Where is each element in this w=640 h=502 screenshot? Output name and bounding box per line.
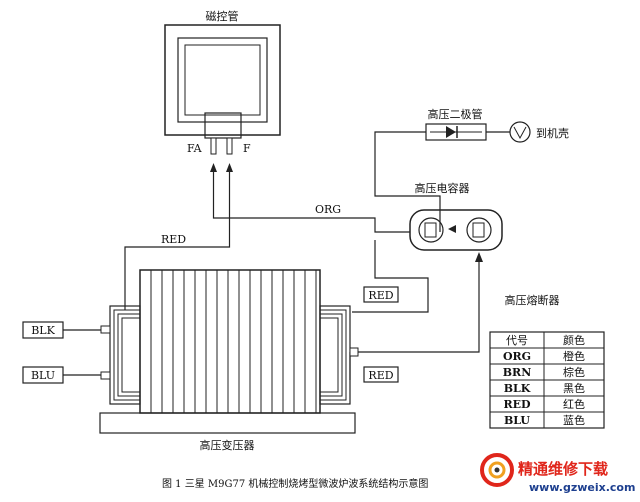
arrow-f <box>226 163 233 172</box>
filament-wires: ORG RED <box>124 163 410 310</box>
wire-blu-label: BLU <box>31 369 55 382</box>
capacitor-terminal-right <box>466 217 492 243</box>
legend-row-color: 黑色 <box>563 381 585 395</box>
capacitor-body <box>409 209 503 251</box>
capacitor-arrow-icon <box>448 225 456 233</box>
diode-label: 高压二极管 <box>428 107 483 121</box>
arrow-fa <box>210 163 217 172</box>
capacitor-terminal-left <box>418 217 444 243</box>
watermark-url: www.gzweix.com <box>529 481 635 494</box>
watermark: 精通维修下载 www.gzweix.com <box>480 453 635 494</box>
transformer-primary-winding <box>100 305 141 405</box>
capacitor-label: 高压电容器 <box>415 181 470 195</box>
legend-header-code: 代号 <box>506 334 528 347</box>
red-box-1 <box>363 286 399 303</box>
wire-red-box1 <box>352 240 429 313</box>
legend-header-color: 颜色 <box>563 333 585 347</box>
figure-caption: 图 1 三星 M9G77 机械控制烧烤型微波炉波系统结构示意图 <box>162 477 428 490</box>
fuse-label: 高压熔断器 <box>505 293 560 307</box>
legend-row-code: ORG <box>503 350 531 363</box>
chassis-ground-symbol <box>513 126 527 140</box>
chassis-label: 到机壳 <box>536 126 569 140</box>
wire-red-top-label: RED <box>161 233 186 246</box>
magnetron: 磁控管 FA F <box>164 9 281 155</box>
watermark-logo-icon <box>480 453 514 487</box>
legend-row-color: 红色 <box>563 397 585 411</box>
transformer-core <box>139 269 321 414</box>
legend-row-color: 棕色 <box>563 365 585 379</box>
wire-diode-to-capacitor <box>374 131 441 232</box>
watermark-name: 精通维修下载 <box>518 460 608 478</box>
wire-red-box1-label: RED <box>368 289 393 302</box>
magnetron-core <box>184 44 261 116</box>
wire-label-boxes: BLK BLU RED RED <box>22 286 399 384</box>
magnetron-outer-case <box>164 24 281 136</box>
pin-f-label: F <box>243 142 251 155</box>
chassis-ground-icon <box>509 121 531 143</box>
pin-fa-label: FA <box>187 142 203 155</box>
capacitor-terminal-left-lug <box>424 222 437 238</box>
magnetron-pin-fa <box>210 137 217 155</box>
legend-row-code: RED <box>503 398 531 411</box>
legend-row-color: 蓝色 <box>563 413 585 427</box>
wire-red-top <box>124 172 231 310</box>
legend-row-code: BLU <box>504 414 530 427</box>
wire-org <box>212 172 410 233</box>
transformer-label: 高压变压器 <box>200 438 255 452</box>
wire-blk-label: BLK <box>31 324 55 337</box>
transformer-secondary-winding <box>319 305 359 405</box>
hv-capacitor: 高压电容器 <box>409 181 503 251</box>
red-box-2 <box>363 366 399 383</box>
legend-row-code: BRN <box>503 366 532 379</box>
hv-transformer: 高压变压器 <box>99 269 359 452</box>
transformer-base <box>99 412 356 434</box>
magnetron-pin-f <box>226 137 233 155</box>
wire-red-box2-label: RED <box>368 369 393 382</box>
color-legend-table: 代号 颜色 ORG 橙色 BRN 棕色 BLK 黑色 RED 红色 BLU 蓝色 <box>489 331 605 429</box>
arrow-fuse <box>475 252 483 262</box>
magnetron-terminal-block <box>204 112 242 139</box>
hv-diode: 高压二极管 到机壳 <box>374 107 569 232</box>
diode-triangle-icon <box>446 126 456 138</box>
wire-org-label: ORG <box>315 203 341 216</box>
magnetron-label: 磁控管 <box>206 9 239 23</box>
legend-row-color: 橙色 <box>563 349 585 363</box>
transformer-laminations <box>150 270 317 413</box>
legend-row-code: BLK <box>504 382 531 395</box>
magnetron-inner-frame <box>177 37 268 123</box>
capacitor-terminal-right-lug <box>472 222 485 238</box>
wire-fuse <box>350 262 480 353</box>
